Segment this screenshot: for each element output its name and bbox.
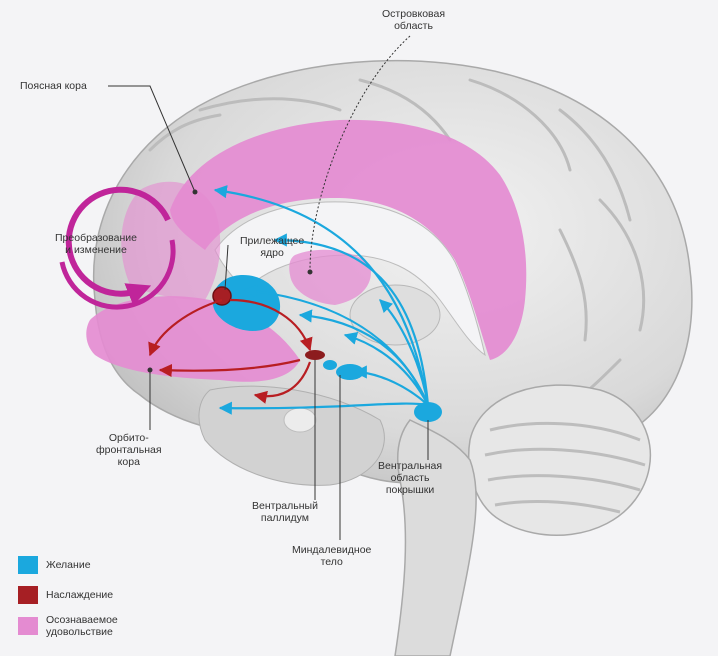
thalamus [349,284,441,346]
leader-line [309,35,411,271]
gyrus-fold [468,78,572,172]
pleasure-loop-arrow [253,361,312,404]
label-nucleus-accumbens: Прилежащее ядро [240,235,305,259]
desire-projection-arrow [273,233,430,406]
legend-swatch [18,586,38,604]
leader-endpoint [192,189,198,195]
cerebellum [468,384,651,536]
gyrus-fold [558,228,588,342]
transformation-cycle-ring [59,186,176,310]
desire-projection-arrow [379,299,430,406]
legend-item-desire: Желание [18,556,91,574]
cingulate-band [170,119,527,360]
legend-label: Осознаваемое удовольствие [46,614,118,638]
legend-item-pleasure: Наслаждение [18,586,113,604]
legend-swatch [18,617,38,635]
leader-endpoint [147,367,153,373]
gyrus-fold [358,78,452,142]
gyrus-fold [558,108,632,222]
label-amygdala: Миндалевидное тело [292,544,372,568]
legend-label: Наслаждение [46,589,114,601]
pleasure-loop-arrow [158,358,301,378]
brainstem [394,419,477,656]
ventral-pallidum-hotspot [305,350,325,360]
desire-projection-arrow [218,401,429,415]
label-transformation: Преобразование и изменение [55,232,137,256]
gyrus-fold [198,97,342,112]
pleasure-loop-arrow [229,298,313,352]
leader-endpoint [307,269,313,275]
gyrus-fold [598,198,646,332]
desire-projection-arrow [343,331,429,406]
amygdala-spot [323,360,337,370]
nucleus-accumbens-blob [213,275,281,331]
inner-structure [283,407,317,433]
desire-projection-arrow [213,185,430,406]
leader-line [224,244,229,291]
label-insular-area: Островковая область [382,8,446,32]
legend-swatch [18,556,38,574]
pleasure-loop-arrow [148,298,223,357]
temporal-lobe [198,385,385,486]
label-ventral-tegmental-area: Вентральная область покрышки [378,460,443,496]
desire-projection-arrow [298,309,430,406]
label-cingulate-cortex: Поясная кора [20,80,87,92]
gyrus-fold [148,113,222,152]
label-ventral-pallidum: Вентральный паллидум [252,500,318,524]
leader-line [108,85,196,193]
vta-spot [414,402,442,422]
legend-item-conscious-pleasure: Осознаваемое удовольствие [18,614,118,638]
legend-label: Желание [46,559,91,571]
label-orbitofrontal-cortex: Орбито- фронтальная кора [96,432,162,468]
desire-projection-arrow [353,365,429,406]
